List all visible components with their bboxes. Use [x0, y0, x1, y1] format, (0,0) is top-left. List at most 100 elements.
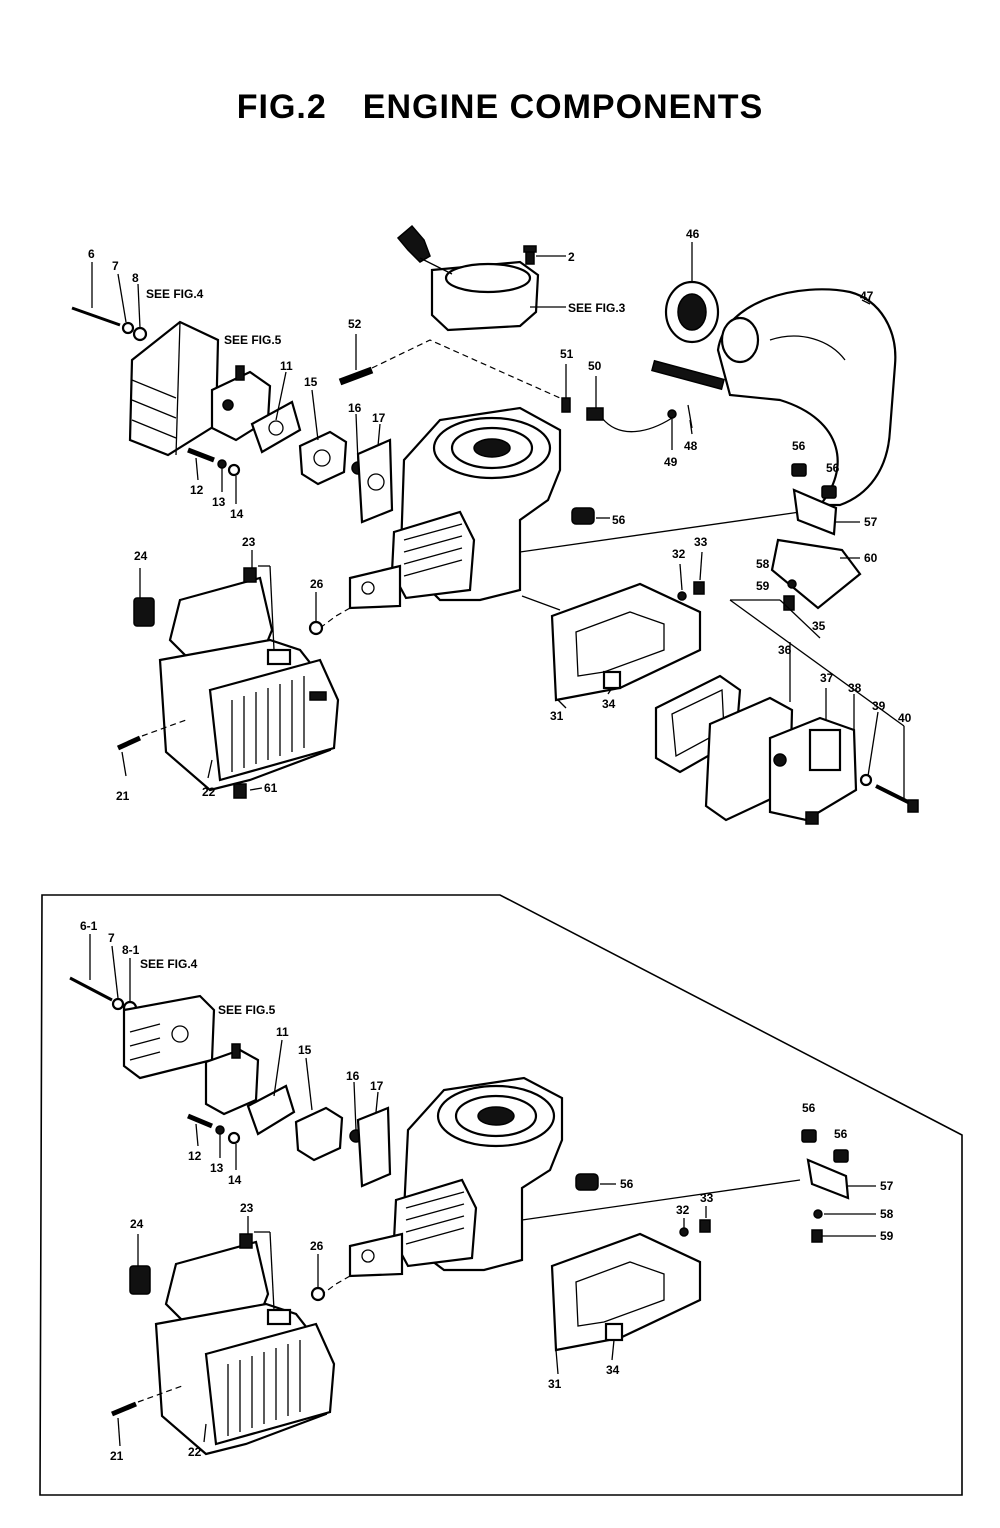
nut-26 [308, 620, 324, 636]
label-35: 35 [812, 619, 826, 633]
bolts-12-14 [187, 447, 241, 477]
label-34-lower: 34 [606, 1363, 620, 1377]
label-26: 26 [310, 577, 324, 591]
label-51: 51 [560, 347, 574, 361]
carburetor-lower [204, 1043, 260, 1116]
label-15-lower: 15 [298, 1043, 312, 1057]
gasket-17-lower [356, 1106, 392, 1188]
upper-part-labels: 6 7 8 SEE FIG.4 SEE FIG.5 52 11 15 16 17… [88, 227, 912, 803]
label-61: 61 [264, 781, 278, 795]
label-56-a-lower: 56 [802, 1101, 816, 1115]
label-60: 60 [864, 551, 878, 565]
label-21: 21 [116, 789, 130, 803]
cylinder-cover-22 [158, 576, 340, 792]
upper-leader-lines [91, 242, 905, 800]
label-58: 58 [756, 557, 770, 571]
fuel-tank-47 [716, 288, 897, 507]
bracket-57-60 [770, 463, 862, 611]
figure-name: ENGINE COMPONENTS [362, 88, 764, 126]
lower-assembly: 6-1 7 8-1 SEE FIG.4 SEE FIG.5 11 15 16 1… [39, 894, 963, 1496]
label-39: 39 [872, 699, 886, 713]
label-14: 14 [230, 507, 244, 521]
label-12-lower: 12 [188, 1149, 202, 1163]
label-12: 12 [190, 483, 204, 497]
label-34: 34 [602, 697, 616, 711]
label-47: 47 [860, 289, 874, 303]
label-16: 16 [348, 401, 362, 415]
muffler-cover-31-lower [550, 1232, 702, 1352]
label-6: 6 [88, 247, 95, 261]
page-title: FIG.2 ENGINE COMPONENTS [0, 88, 1000, 127]
nut-26-lower [310, 1286, 326, 1302]
air-cleaner [71, 306, 220, 457]
label-8-1: 8-1 [122, 943, 140, 957]
bolt-21 [116, 719, 187, 751]
label-32: 32 [672, 547, 686, 561]
label-58-lower: 58 [880, 1207, 894, 1221]
bolt-21-lower [111, 1385, 183, 1417]
bolt-2 [523, 245, 566, 265]
label-24-lower: 24 [130, 1217, 144, 1231]
label-52: 52 [348, 317, 362, 331]
label-24: 24 [134, 549, 148, 563]
label-56-c-lower: 56 [620, 1177, 634, 1191]
fan-46 [664, 280, 720, 344]
label-16-lower: 16 [346, 1069, 360, 1083]
recoil-starter [396, 224, 540, 332]
cushion-24 [133, 597, 155, 627]
gasket-11-lower [246, 1084, 296, 1136]
label-11: 11 [280, 359, 293, 373]
label-see-fig-5-lower: SEE FIG.5 [218, 1003, 276, 1017]
label-see-fig-5: SEE FIG.5 [224, 333, 282, 347]
label-56-a: 56 [792, 439, 806, 453]
label-50: 50 [588, 359, 602, 373]
label-38: 38 [848, 681, 862, 695]
label-17-lower: 17 [370, 1079, 384, 1093]
lower-part-labels: 6-1 7 8-1 SEE FIG.4 SEE FIG.5 11 15 16 1… [80, 919, 894, 1463]
fuel-line [561, 359, 725, 433]
label-23: 23 [242, 535, 256, 549]
label-14-lower: 14 [228, 1173, 242, 1187]
label-see-fig-4: SEE FIG.4 [146, 287, 204, 301]
engine-block-lower [348, 1076, 616, 1278]
label-56-c: 56 [612, 513, 626, 527]
label-13-lower: 13 [210, 1161, 224, 1175]
muffler-cover-31 [550, 582, 702, 702]
label-6-1: 6-1 [80, 919, 98, 933]
insulator-15 [298, 430, 348, 486]
label-31-lower: 31 [548, 1377, 562, 1391]
bolt-23-lower [239, 1233, 253, 1249]
bolts-12-14-lower [187, 1113, 241, 1145]
label-26-lower: 26 [310, 1239, 324, 1253]
label-see-fig-4-lower: SEE FIG.4 [140, 957, 198, 971]
label-57-lower: 57 [880, 1179, 894, 1193]
label-2: 2 [568, 250, 575, 264]
label-57: 57 [864, 515, 878, 529]
cushion-24-lower [129, 1265, 151, 1295]
upper-assembly: 6 7 8 SEE FIG.4 SEE FIG.5 52 11 15 16 17… [71, 224, 919, 825]
bolt-32-33 [677, 581, 705, 601]
label-56-b: 56 [826, 461, 840, 475]
label-15: 15 [304, 375, 318, 389]
label-59: 59 [756, 579, 770, 593]
label-37: 37 [820, 671, 834, 685]
lower-leader-lines [89, 934, 876, 1447]
label-see-fig-3: SEE FIG.3 [568, 301, 626, 315]
label-17: 17 [372, 411, 386, 425]
label-7-lower: 7 [108, 931, 115, 945]
label-11-lower: 11 [276, 1025, 289, 1039]
air-cleaner-lower [69, 976, 216, 1080]
label-31: 31 [550, 709, 564, 723]
label-49: 49 [664, 455, 678, 469]
bolt-23 [243, 567, 257, 583]
figure-number: FIG.2 [236, 88, 327, 126]
washer-32-lower [679, 1227, 689, 1237]
gasket-17 [356, 438, 394, 524]
bracket-57-lower [801, 1129, 850, 1243]
label-22: 22 [202, 785, 216, 799]
label-33: 33 [694, 535, 708, 549]
label-40: 40 [898, 711, 912, 725]
label-23-lower: 23 [240, 1201, 254, 1215]
rod-52 [338, 334, 561, 399]
